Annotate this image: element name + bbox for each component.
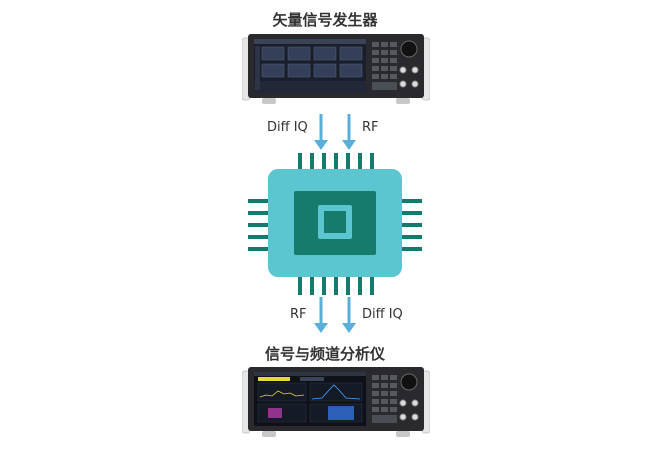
- signal-generator-title: 矢量信号发生器: [272, 11, 378, 29]
- chip-icon: [248, 153, 422, 295]
- output-diff-iq-label: Diff IQ: [362, 307, 403, 322]
- input-arrows: [314, 114, 356, 150]
- vector-signal-generator-image: [242, 34, 430, 104]
- input-rf-label: RF: [362, 120, 379, 135]
- output-rf-label: RF: [290, 307, 307, 322]
- chip-pins-top: [298, 153, 374, 173]
- input-diff-iq-label: Diff IQ: [267, 120, 308, 135]
- chip-core-center: [324, 211, 346, 233]
- rotary-knob-icon: [400, 373, 418, 391]
- chip-pins-bottom: [298, 275, 374, 295]
- chip-pins-right: [398, 199, 422, 251]
- rotary-knob-icon: [400, 40, 418, 58]
- signal-spectrum-analyzer-image: [242, 367, 430, 437]
- output-arrows: [314, 297, 356, 333]
- chip-pins-left: [248, 199, 272, 251]
- signal-analyzer-title: 信号与频道分析仪: [264, 345, 385, 363]
